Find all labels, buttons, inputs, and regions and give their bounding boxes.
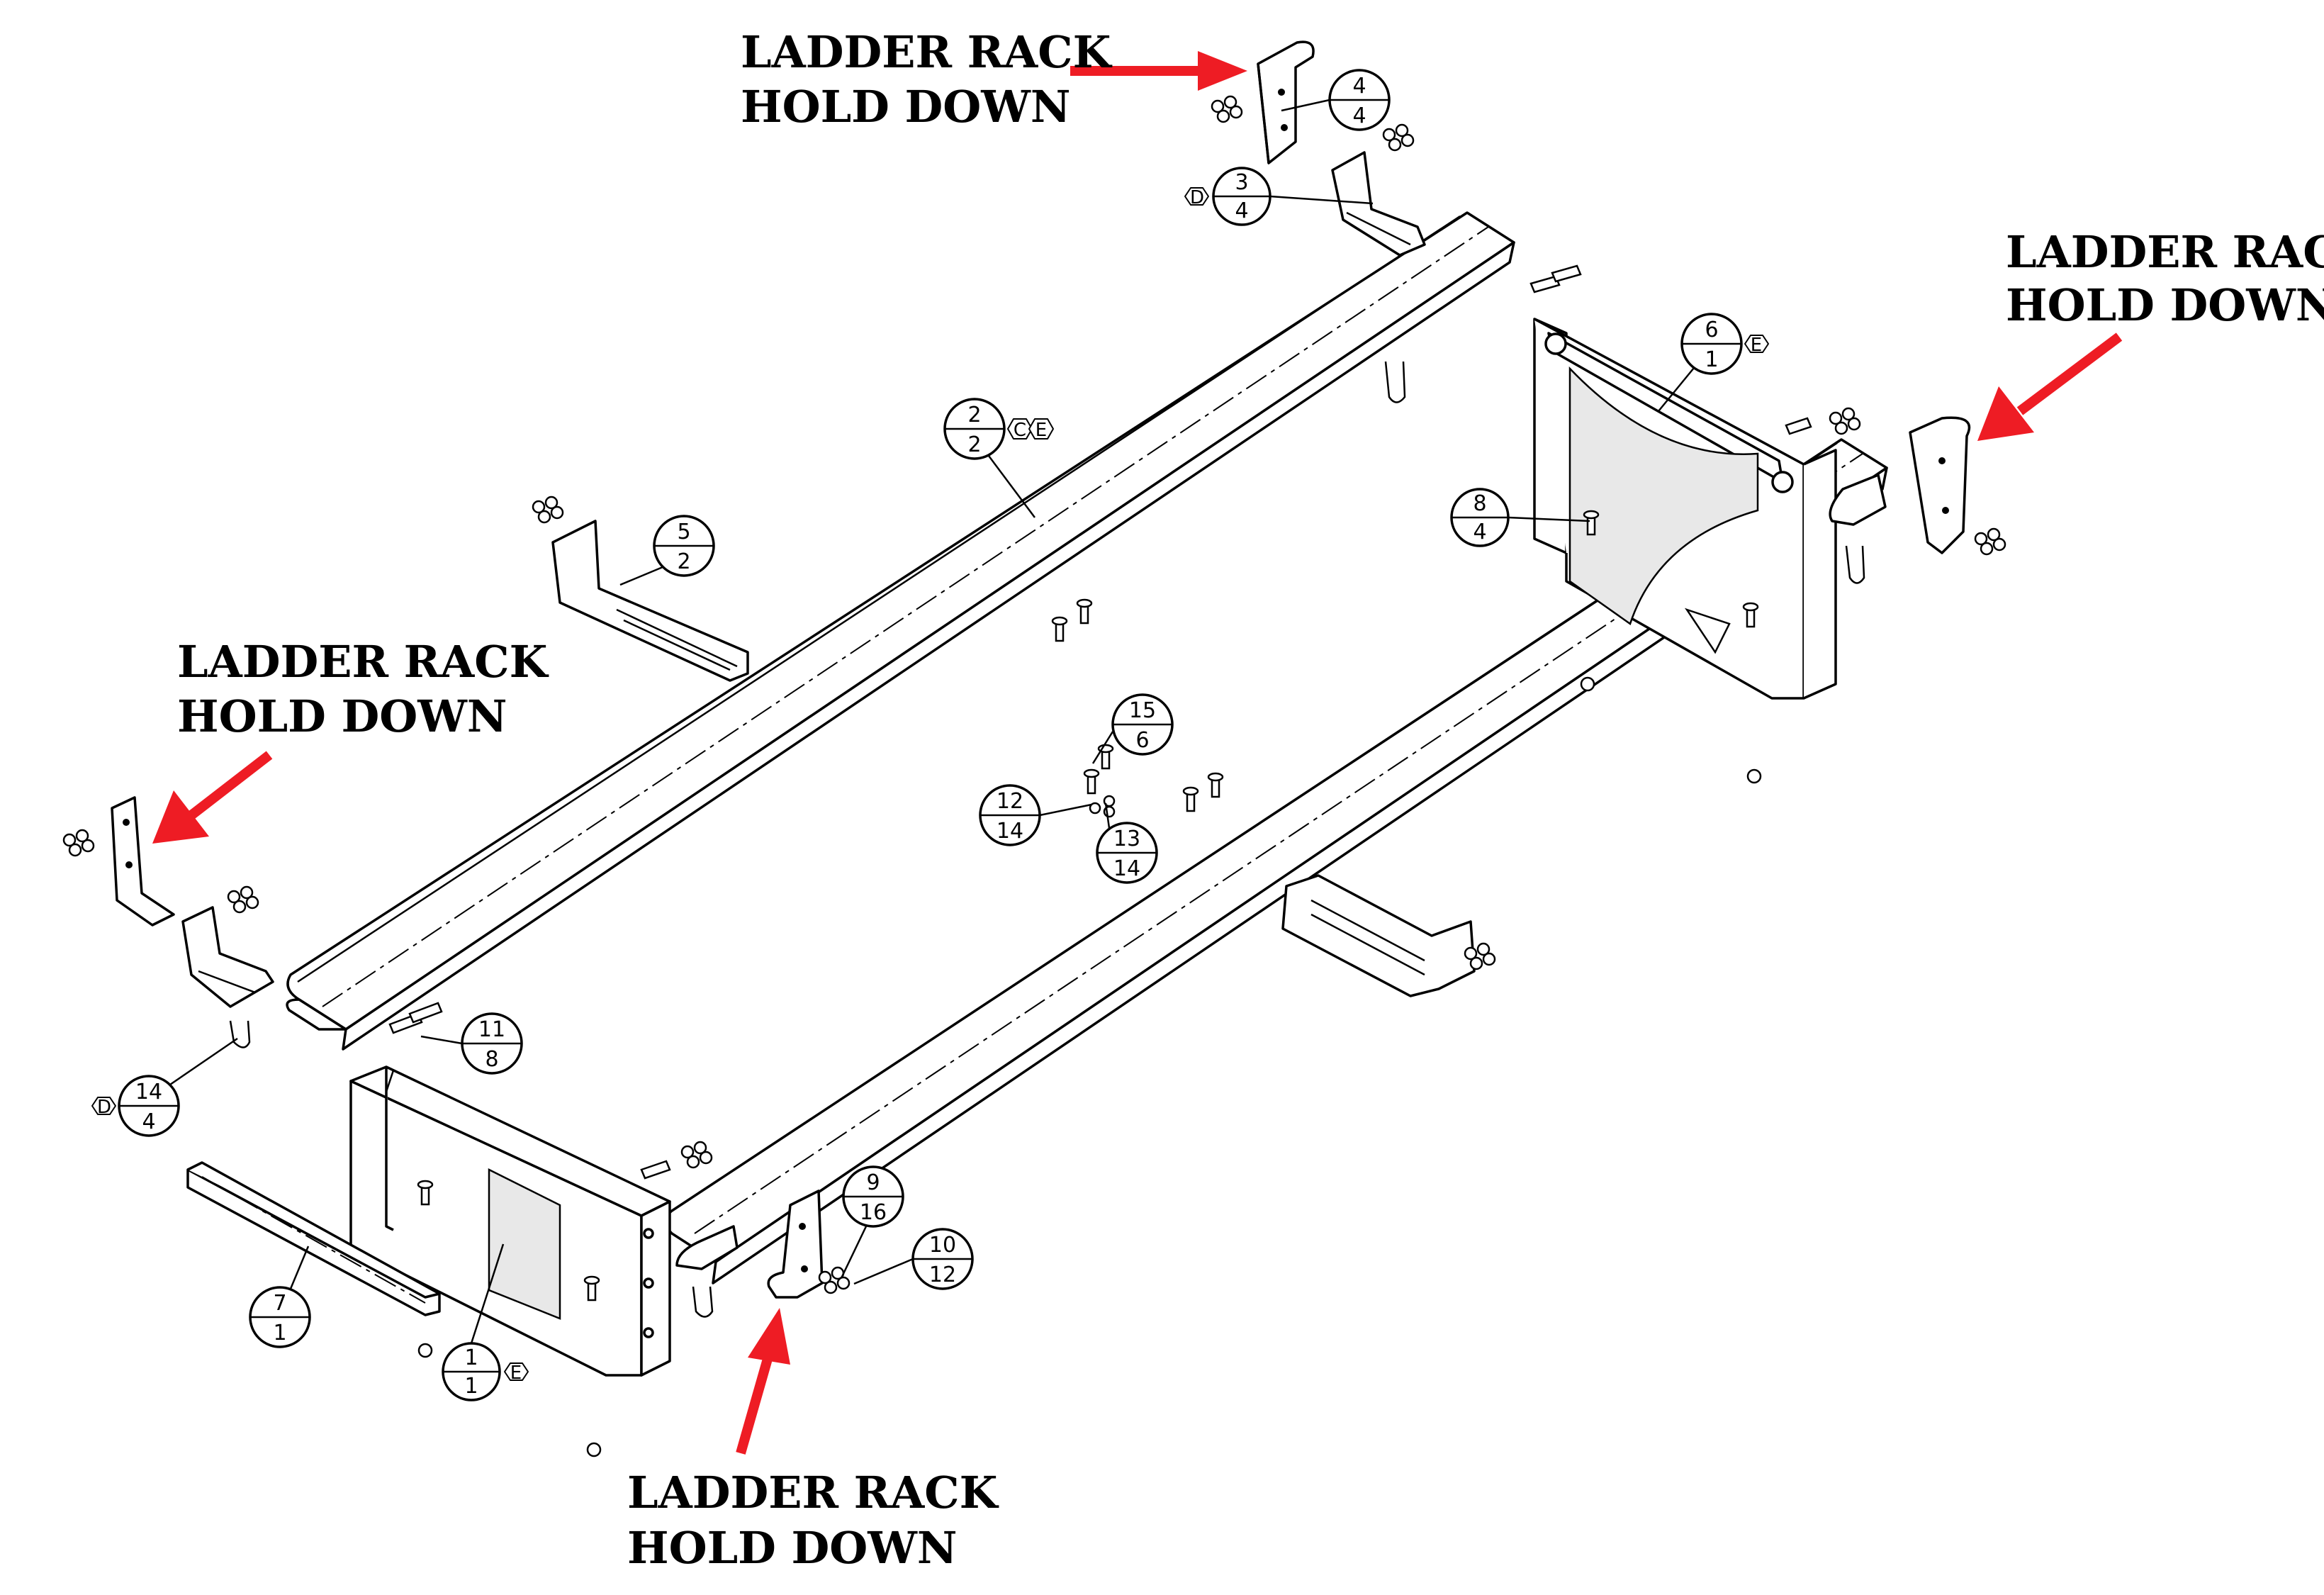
balloon-item-11: 11 8	[420, 1012, 523, 1075]
item-qty: 12	[929, 1263, 956, 1287]
arrow-right	[1977, 332, 2123, 441]
item-qty: 14	[997, 819, 1023, 844]
hold-down-top	[1257, 40, 1315, 164]
balloon-item-3: 3 4 D	[1184, 167, 1374, 226]
tag-hex: C	[1014, 420, 1026, 441]
callout-line2: HOLD DOWN	[177, 690, 507, 742]
channel-item-7	[186, 1161, 441, 1316]
item-qty: 4	[1473, 520, 1486, 544]
callout-label-bottom: LADDER RACK HOLD DOWN	[627, 1467, 999, 1574]
balloon-item-10: 10 12	[853, 1228, 974, 1290]
item-number: 15	[1129, 698, 1156, 723]
callout-line1: LADDER RACK	[177, 636, 549, 688]
item-qty: 14	[1113, 856, 1140, 881]
item-qty: 1	[1705, 347, 1718, 372]
item-number: 14	[135, 1080, 162, 1104]
item-qty: 2	[967, 432, 981, 457]
item-number: 5	[677, 520, 690, 544]
callout-line1: LADDER RACK	[2006, 226, 2324, 278]
balloon-item-14: 14 4 D	[91, 1037, 238, 1137]
item-number: 13	[1113, 827, 1140, 851]
balloon-item-4: 4 4	[1281, 69, 1391, 131]
tag-hex: E	[1035, 420, 1047, 441]
callout-label-right: LADDER RACK HOLD DOWN	[2006, 226, 2324, 331]
item-qty: 8	[485, 1047, 498, 1072]
item-qty: 4	[142, 1109, 155, 1134]
item-qty: 16	[860, 1200, 887, 1225]
balloon-item-5: 5 2	[619, 515, 715, 586]
tag-hex: D	[97, 1097, 111, 1118]
tag-hex: E	[1751, 335, 1762, 356]
item-number: 12	[997, 789, 1023, 814]
parts-drawing	[62, 40, 2006, 1457]
item-number: 6	[1705, 318, 1718, 342]
saddle-bracket-left	[181, 906, 274, 1008]
item-qty: 1	[464, 1374, 478, 1399]
arrow-top	[1070, 51, 1247, 91]
bracket-item-5-lower	[1281, 874, 1476, 997]
item-number: 9	[866, 1170, 880, 1195]
balloon-item-1: 1 1 E	[442, 1243, 529, 1401]
item-number: 1	[464, 1345, 478, 1370]
arrow-left	[152, 751, 273, 844]
callout-arrows	[152, 51, 2123, 1455]
tag-hex: E	[510, 1362, 522, 1384]
balloon-item-7: 7 1	[249, 1246, 311, 1348]
balloon-item-12: 12 14	[979, 784, 1092, 846]
saddle-bracket-top	[1331, 151, 1426, 257]
tag-hex: D	[1190, 187, 1204, 208]
callout-line1: LADDER RACK	[741, 26, 1113, 78]
u-bolts	[229, 361, 1865, 1318]
item-qty: 2	[677, 549, 690, 574]
callout-line2: HOLD DOWN	[741, 81, 1071, 133]
callout-line2: HOLD DOWN	[2006, 279, 2324, 331]
arrow-bottom	[736, 1308, 790, 1455]
saddle-bracket-bottom	[675, 1225, 739, 1270]
item-number: 8	[1473, 491, 1486, 516]
callout-label-top: LADDER RACK HOLD DOWN	[741, 26, 1113, 133]
hold-down-bottom	[767, 1190, 824, 1299]
saddle-bracket-right	[1829, 474, 1887, 526]
callout-label-left: LADDER RACK HOLD DOWN	[177, 636, 549, 742]
callout-line2: HOLD DOWN	[627, 1522, 958, 1574]
hold-down-right	[1909, 416, 1971, 554]
bracket-item-5-upper	[551, 520, 749, 682]
item-qty: 4	[1352, 103, 1366, 128]
balloon-item-9: 9 16	[840, 1165, 904, 1279]
item-number: 10	[929, 1233, 956, 1258]
callout-line1: LADDER RACK	[627, 1467, 999, 1518]
item-number: 7	[273, 1291, 286, 1316]
balloon-item-15: 15 6	[1091, 693, 1174, 764]
balloon-item-8: 8 4	[1450, 488, 1590, 547]
hardware	[62, 95, 2006, 1457]
item-number: 11	[478, 1017, 505, 1042]
balloon-item-6: 6 1 E	[1658, 313, 1769, 412]
item-number: 4	[1352, 74, 1366, 99]
item-qty: 6	[1135, 728, 1149, 753]
front-crossmember	[349, 1065, 671, 1377]
hold-down-left	[111, 796, 175, 927]
rear-crossmember	[1533, 318, 1837, 700]
item-number: 2	[967, 403, 981, 427]
balloon-item-2: 2 2 C E	[943, 398, 1054, 518]
balloon-item-13: 13 14	[1096, 802, 1158, 884]
item-number: 3	[1235, 170, 1248, 195]
item-qty: 1	[273, 1321, 286, 1345]
item-qty: 4	[1235, 198, 1248, 223]
upper-side-rail	[286, 211, 1515, 1051]
